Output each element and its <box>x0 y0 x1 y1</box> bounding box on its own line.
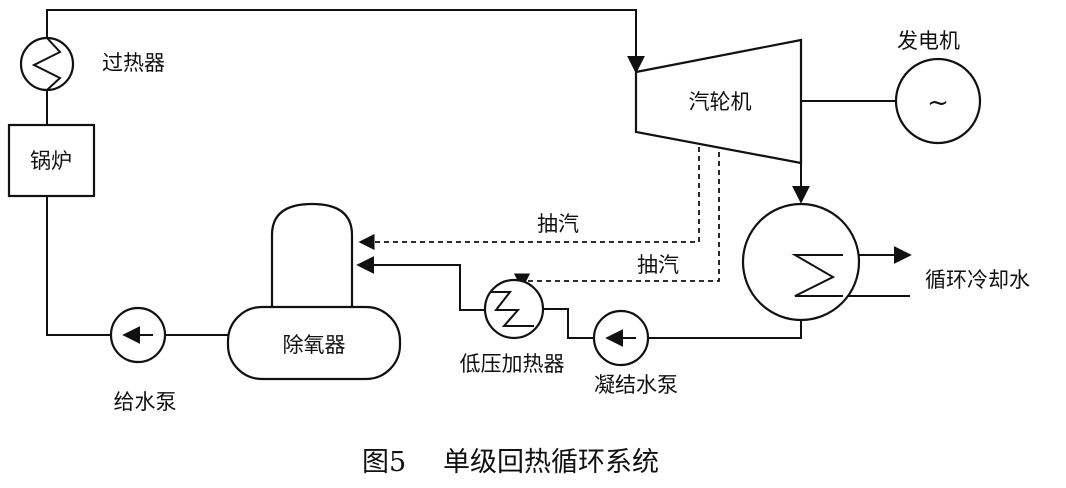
condensate-line <box>648 320 802 339</box>
feed-pump-label: 给水泵 <box>114 390 177 414</box>
extraction-line-2 <box>513 152 720 290</box>
extraction-label-1: 抽汽 <box>537 212 579 236</box>
superheater <box>19 36 75 92</box>
boiler-label: 锅炉 <box>30 149 72 173</box>
main-steam-line <box>46 9 645 74</box>
generator <box>894 57 982 145</box>
deaerator <box>226 202 402 381</box>
extraction-line-1 <box>358 147 700 251</box>
lp-heater <box>483 278 545 340</box>
condenser <box>741 202 861 322</box>
condensate-pump-label: 凝结水泵 <box>594 373 678 397</box>
extraction-label-2: 抽汽 <box>637 253 679 277</box>
generator-label: 发电机 <box>897 29 960 53</box>
lp-heater-label: 低压加热器 <box>460 352 565 376</box>
turbine-label: 汽轮机 <box>689 90 752 114</box>
deaerator-label: 除氧器 <box>283 333 346 357</box>
feedwater-line <box>46 196 111 336</box>
pump-heater-line <box>543 308 594 339</box>
heater-deaerator-line <box>356 256 485 311</box>
figure-title: 单级回热循环系统 <box>443 447 659 478</box>
turbine <box>634 38 803 165</box>
feed-pump <box>109 306 167 364</box>
superheater-label: 过热器 <box>102 51 165 75</box>
cooling-water-label: 循环冷却水 <box>925 268 1030 292</box>
generator-symbol: ~ <box>927 88 949 118</box>
boiler <box>7 123 96 198</box>
figure-number: 图5 <box>362 447 406 478</box>
condensate-pump <box>592 309 650 367</box>
